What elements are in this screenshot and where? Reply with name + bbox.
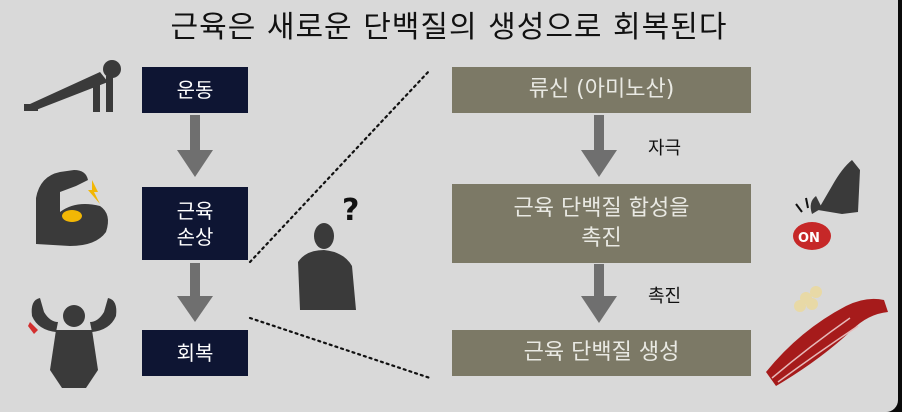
exercise-box: 운동 bbox=[142, 67, 248, 113]
on-button-label: ON bbox=[798, 231, 820, 246]
muscle-damage-box: 근육 손상 bbox=[142, 187, 248, 260]
zoom-dotted-line bbox=[248, 68, 432, 264]
question-mark-icon: ? bbox=[342, 193, 359, 228]
recovery-label: 회복 bbox=[176, 341, 214, 365]
promote-label: 촉진 bbox=[648, 286, 682, 307]
down-arrow-icon bbox=[581, 115, 617, 177]
bodybuilder-icon bbox=[28, 298, 117, 388]
recovery-box: 회복 bbox=[142, 330, 248, 376]
leucine-label: 류신 (아미노산) bbox=[528, 77, 675, 102]
muscle-fiber-icon bbox=[766, 286, 888, 386]
zoom-dotted-line bbox=[248, 316, 432, 380]
protein-synthesis-line1: 근육 단백질 합성을 bbox=[513, 195, 690, 221]
muscle-damage-line2: 손상 bbox=[176, 224, 214, 249]
page-title: 근육은 새로운 단백질의 생성으로 회복된다 bbox=[170, 10, 728, 45]
down-arrow-icon bbox=[581, 264, 617, 323]
thinking-person-icon bbox=[298, 223, 356, 310]
stimulate-label: 자극 bbox=[648, 138, 682, 159]
hand-pressing-button-icon bbox=[793, 160, 860, 250]
injured-arm-icon bbox=[36, 170, 108, 246]
protein-generation-label: 근육 단백질 생성 bbox=[523, 340, 680, 365]
leucine-box: 류신 (아미노산) bbox=[452, 67, 751, 113]
down-arrow-icon bbox=[177, 263, 213, 322]
protein-generation-box: 근육 단백질 생성 bbox=[452, 330, 751, 376]
down-arrow-icon bbox=[177, 115, 213, 177]
protein-synthesis-line2: 촉진 bbox=[581, 225, 622, 251]
protein-synthesis-box: 근육 단백질 합성을 촉진 bbox=[452, 184, 751, 263]
muscle-damage-line1: 근육 bbox=[176, 198, 214, 223]
pushup-person-icon bbox=[24, 60, 121, 112]
exercise-label: 운동 bbox=[176, 78, 214, 102]
